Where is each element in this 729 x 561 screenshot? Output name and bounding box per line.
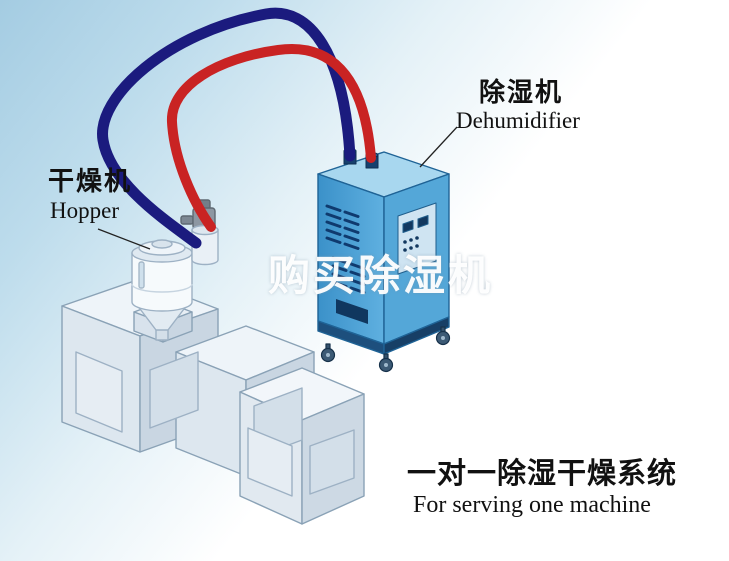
hopper-dryer [131, 199, 219, 341]
cabinet-lower-grille [336, 299, 368, 324]
cabinet-caster-wheels [320, 326, 451, 373]
loader-side-clamp [180, 215, 194, 225]
hopper-label-cn: 干燥机 [48, 166, 133, 196]
cabinet-control-panel [397, 202, 437, 275]
hopper-label-en: Hopper [50, 198, 119, 223]
panel-display-2 [417, 215, 429, 228]
machine-panels [75, 351, 355, 497]
extruder-machine [61, 278, 365, 525]
dehumidifier-leader-line [419, 126, 458, 168]
dehumidifier-label-cn: 除湿机 [479, 77, 564, 107]
blue-air-hose [97, 7, 356, 249]
system-title-cn: 一对一除湿干燥系统 [407, 458, 678, 490]
cabinet-vent-slots [325, 204, 366, 294]
watermark-text: 购买除湿机 [268, 252, 494, 299]
hopper-clamp-band [131, 283, 193, 293]
hopper-body [131, 252, 193, 312]
hopper-sight-glass [138, 261, 145, 289]
hopper-lid-cap [151, 239, 173, 249]
dehumidifier-label-en: Dehumidifier [456, 108, 580, 133]
red-air-hose [167, 44, 376, 232]
cabinet-base-side [383, 316, 450, 355]
hopper-leader-line [97, 228, 151, 250]
panel-display-1 [402, 220, 414, 233]
panel-buttons [403, 236, 419, 252]
system-title-en: For serving one machine [413, 492, 651, 518]
